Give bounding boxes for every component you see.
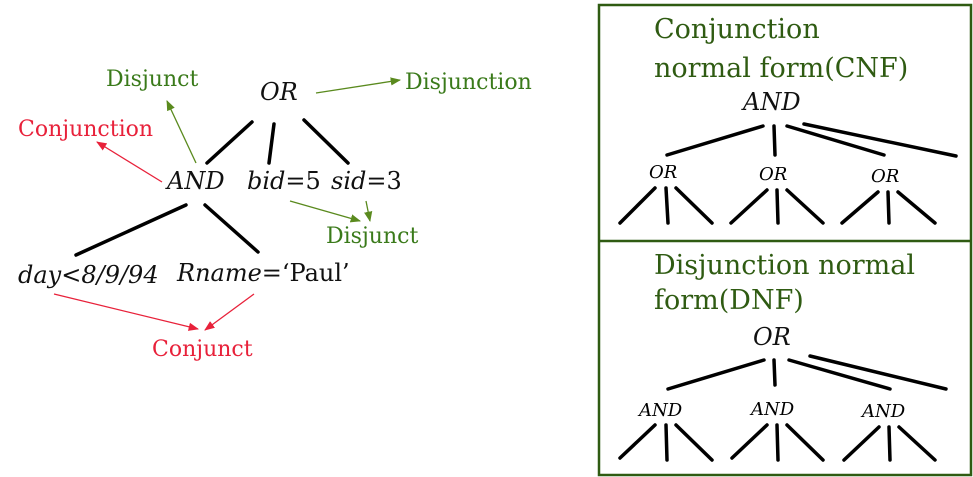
arrow-bid-to-disjunct [289,200,361,223]
dnf-child-3-branches [842,425,937,462]
dnf-child-2-branches [730,423,825,462]
dnf-child-3: AND [860,401,906,422]
dnf-edge-3 [787,358,892,391]
cnf-title-line1: Conjunction [654,14,820,45]
cnf-child-2: OR [759,164,787,185]
cnf-title-line2: normal form(CNF) [654,53,908,84]
label-disjunct-bottom: Disjunct [326,224,418,249]
cnf-edge-2 [772,124,777,157]
dnf-edge-2 [772,358,777,387]
tree-and-node: AND [165,167,225,195]
edge-and-day [74,203,188,257]
predicate-sid: sid=3 [331,167,402,195]
cnf-child-2-branches [729,188,825,225]
cnf-child-3-branches [840,190,937,225]
cnf-child-1: OR [649,162,677,183]
dnf-root-or: OR [753,323,791,351]
expression-tree: OR AND bid=5 sid=3 day<8/9/94 Rname=‘Pau… [18,78,402,289]
arrow-sid-to-disjunct [364,200,373,223]
arrow-and-to-disjunct [166,100,197,164]
label-disjunct-top: Disjunct [106,67,198,92]
dnf-child-2: AND [749,399,795,420]
tree-annotations: Disjunct Disjunction Conjunction Disjunc… [18,67,532,362]
predicate-day: day<8/9/94 [18,261,159,289]
dnf-edge-1 [666,358,766,391]
arrow-rname-to-conjunct [204,293,255,331]
arrow-day-to-conjunct [53,293,200,331]
label-disjunction: Disjunction [405,70,532,95]
predicate-rname: Rname=‘Paul’ [176,259,350,287]
dnf-child-1-branches [618,423,714,462]
label-conjunct: Conjunct [152,337,253,362]
edge-or-sid [302,118,350,165]
arrow-or-to-disjunction [315,77,402,94]
edge-and-rname [203,203,260,254]
cnf-edge-1 [665,124,765,157]
cnf-edge-3 [785,124,886,157]
predicate-bid: bid=5 [247,167,321,195]
label-conjunction: Conjunction [18,117,153,142]
cnf-section: Conjunction normal form(CNF) AND OR OR O… [618,14,958,225]
dnf-child-1: AND [637,400,683,421]
dnf-title-line2: form(DNF) [654,285,804,316]
edge-or-and [205,120,254,165]
dnf-edge-4 [808,354,948,391]
dnf-section: Disjunction normal form(DNF) OR AND AND … [618,250,948,462]
cnf-root-and: AND [741,88,801,116]
cnf-child-1-branches [618,186,714,225]
dnf-title-line1: Disjunction normal [654,250,915,281]
cnf-child-3: OR [871,166,899,187]
edge-or-bid [267,122,276,165]
cnf-edge-4 [802,122,958,158]
tree-root-or: OR [260,78,298,106]
arrow-and-to-conjunction [96,141,163,183]
